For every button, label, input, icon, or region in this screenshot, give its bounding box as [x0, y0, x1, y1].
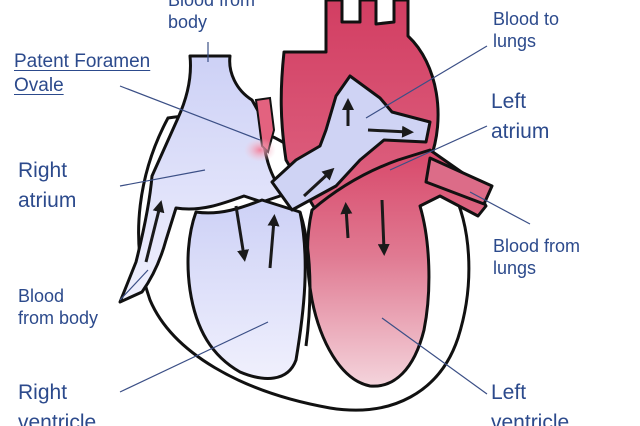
label-right-atrium: Right atrium: [18, 156, 76, 216]
label-blood-from-lungs: Blood from lungs: [493, 236, 580, 279]
label-patent-foramen-ovale: Patent Foramen Ovale: [14, 50, 150, 98]
label-left-atrium: Left atrium: [491, 87, 549, 147]
label-blood-to-lungs: Blood to lungs: [493, 9, 559, 52]
flow-arrow-la-up: [346, 208, 348, 238]
label-blood-from-body-top: Blood from body: [168, 0, 255, 33]
patent-foramen-ovale-highlight: [244, 138, 276, 162]
flow-arrow-lv-down: [382, 200, 384, 250]
label-blood-from-body-bottom: Blood from body: [18, 286, 98, 329]
label-right-ventricle: Right ventricle: [18, 378, 96, 426]
label-left-ventricle: Left ventricle: [491, 378, 569, 426]
flow-arrow-pa-lungs: [368, 130, 408, 132]
